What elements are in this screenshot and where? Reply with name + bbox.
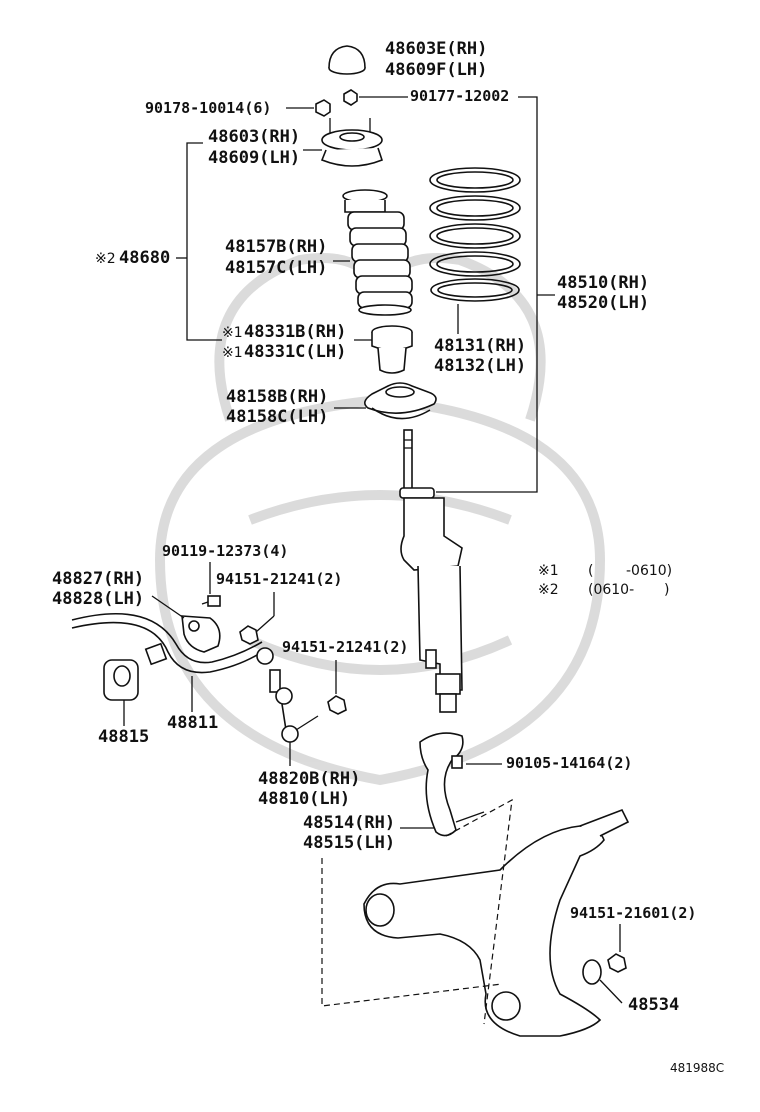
label-90177: 90177-12002	[410, 87, 509, 105]
stabilizer-bar-48811	[71, 612, 274, 674]
bushing-48815	[103, 659, 139, 701]
note-1-mark: ※1	[538, 563, 559, 579]
mark-48331b: ※1	[222, 325, 243, 341]
label-48514: 48514(RH)	[303, 813, 395, 833]
label-48609f: 48609F(LH)	[385, 60, 487, 80]
label-48132: 48132(LH)	[434, 356, 526, 376]
strut-support-48603	[320, 118, 383, 167]
bump-stopper-48331b	[371, 325, 413, 374]
label-48603: 48603(RH)	[208, 127, 300, 147]
mount-cap-48603e	[328, 45, 366, 75]
label-48157b: 48157B(RH)	[225, 237, 327, 257]
label-48131: 48131(RH)	[434, 336, 526, 356]
label-48158c: 48158C(LH)	[226, 407, 328, 427]
bolt-90119	[201, 595, 221, 607]
label-48331b: 48331B(RH)	[244, 322, 346, 342]
nut-94151-c	[607, 953, 627, 973]
bracket-48827	[181, 615, 221, 653]
diagram-code: 481988C	[670, 1061, 724, 1075]
label-94151-a: 94151-21241(2)	[216, 570, 342, 588]
label-48157c: 48157C(LH)	[225, 258, 327, 278]
label-48680: 48680	[119, 248, 170, 268]
label-48811: 48811	[167, 713, 218, 733]
label-94151-c: 94151-21601(2)	[570, 904, 696, 922]
stabilizer-link-48820b	[269, 669, 319, 743]
mark-48331c: ※1	[222, 345, 243, 361]
label-48828: 48828(LH)	[52, 589, 144, 609]
label-90105: 90105-14164(2)	[506, 754, 632, 772]
bushing-48534	[582, 959, 602, 985]
label-48510: 48510(RH)	[557, 273, 649, 293]
coil-spring-48131	[429, 167, 521, 302]
note-2-close: )	[664, 582, 669, 598]
label-48331c: 48331C(LH)	[244, 342, 346, 362]
note-1-range: -0610)	[626, 563, 672, 579]
label-48603e: 48603E(RH)	[385, 39, 487, 59]
spring-seat-48158b	[364, 382, 437, 420]
nut-94151-a	[239, 625, 259, 645]
label-48810: 48810(LH)	[258, 789, 350, 809]
label-94151-b: 94151-21241(2)	[282, 638, 408, 656]
label-48820b: 48820B(RH)	[258, 769, 360, 789]
note-1-open: (	[588, 563, 593, 579]
label-48515: 48515(LH)	[303, 833, 395, 853]
label-48520: 48520(LH)	[557, 293, 649, 313]
label-90178: 90178-10014(6)	[145, 99, 271, 117]
note-2-mark: ※2	[538, 582, 559, 598]
label-48534: 48534	[628, 995, 679, 1015]
shock-absorber	[399, 429, 463, 713]
lower-control-arm	[363, 808, 630, 1037]
dust-boot-48157b	[342, 189, 413, 316]
label-90119: 90119-12373(4)	[162, 542, 288, 560]
label-48815: 48815	[98, 727, 149, 747]
label-48609: 48609(LH)	[208, 148, 300, 168]
nut-94151-b	[327, 695, 347, 715]
note-2-range: (0610-	[588, 582, 634, 598]
nut-90177	[343, 89, 358, 106]
nut-90178	[315, 99, 331, 117]
label-48827: 48827(RH)	[52, 569, 144, 589]
mark-48680: ※2	[95, 251, 116, 267]
label-48158b: 48158B(RH)	[226, 387, 328, 407]
